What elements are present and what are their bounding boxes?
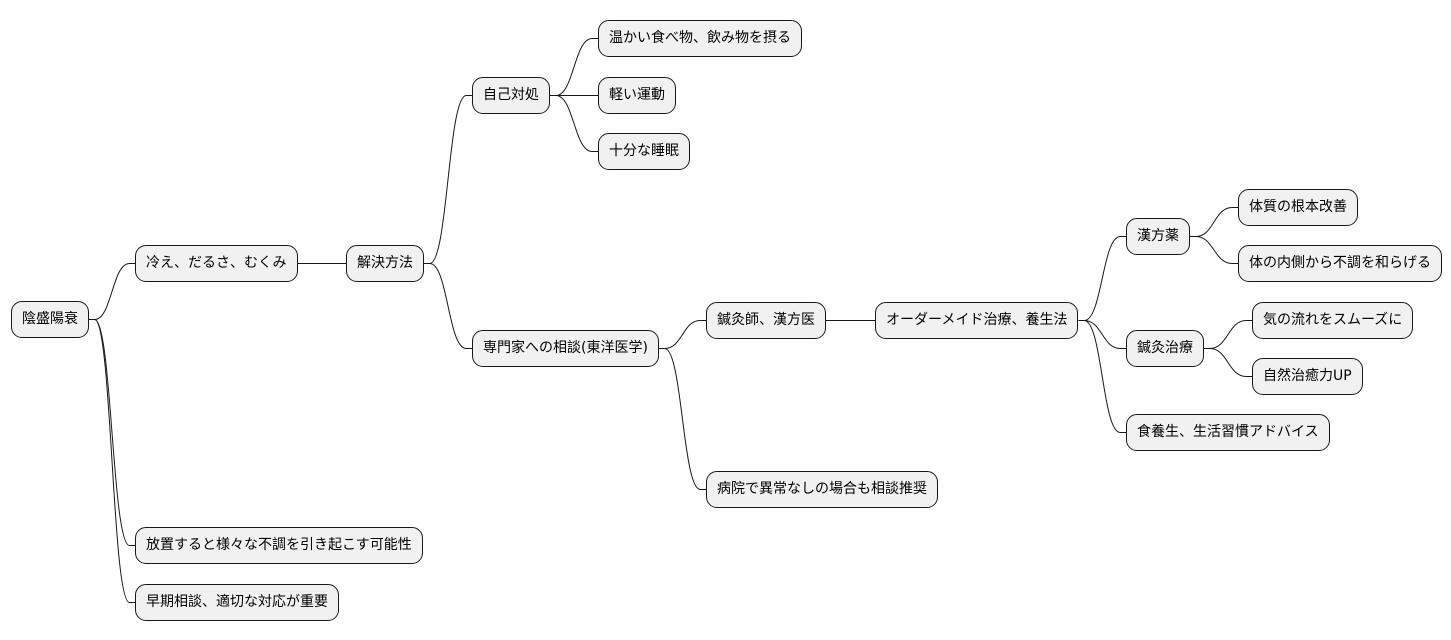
node-diet-advice[interactable]: 食養生、生活習慣アドバイス (1126, 414, 1330, 451)
node-natural-healing[interactable]: 自然治癒力UP (1252, 358, 1363, 395)
connector-kampo-inner_relief (1190, 236, 1238, 264)
connector-root-symptoms (89, 263, 135, 320)
node-root[interactable]: 陰盛陽衰 (11, 301, 89, 338)
connector-kampo-constitution (1190, 207, 1238, 237)
node-early-consult[interactable]: 早期相談、適切な対応が重要 (135, 584, 339, 621)
connector-solution-consult (424, 263, 472, 349)
node-symptoms[interactable]: 冷え、だるさ、むくみ (135, 245, 298, 282)
node-constitution[interactable]: 体質の根本改善 (1238, 189, 1358, 226)
connector-order_made-diet_advice (1078, 320, 1126, 433)
node-neglect-risk[interactable]: 放置すると様々な不調を引き起こす可能性 (135, 527, 423, 564)
node-acupuncturist[interactable]: 鍼灸師、漢方医 (706, 302, 826, 339)
node-solution[interactable]: 解決方法 (346, 245, 424, 282)
node-warm-food[interactable]: 温かい食べ物、飲み物を摂る (598, 20, 802, 57)
connector-selfcare-warm_food (550, 38, 598, 96)
connector-root-neglect (89, 319, 135, 546)
node-consult-expert[interactable]: 専門家への相談(東洋医学) (472, 330, 659, 367)
node-acupuncture[interactable]: 鍼灸治療 (1126, 330, 1204, 367)
node-qi-flow[interactable]: 気の流れをスムーズに (1252, 302, 1414, 339)
connector-consult-acupuncturist (658, 320, 706, 349)
connector-acupuncture-qi_flow (1204, 320, 1252, 349)
node-self-care[interactable]: 自己対処 (472, 77, 550, 114)
node-kampo[interactable]: 漢方薬 (1126, 218, 1190, 255)
connector-root-early (89, 319, 135, 603)
node-enough-sleep[interactable]: 十分な睡眠 (598, 133, 690, 170)
node-order-made-treatment[interactable]: オーダーメイド治療、養生法 (875, 302, 1079, 339)
connector-solution-selfcare (424, 95, 472, 264)
connector-order_made-kampo (1078, 236, 1126, 321)
connector-acupuncture-natural_healing (1204, 348, 1252, 377)
node-light-exercise[interactable]: 軽い運動 (598, 77, 676, 114)
connector-order_made-acupuncture (1078, 320, 1126, 349)
node-hospital[interactable]: 病院で異常なしの場合も相談推奨 (706, 471, 938, 508)
connector-selfcare-enough_sleep (550, 95, 598, 152)
connector-consult-hospital (658, 348, 706, 490)
node-inner-relief[interactable]: 体の内側から不調を和らげる (1238, 245, 1442, 282)
